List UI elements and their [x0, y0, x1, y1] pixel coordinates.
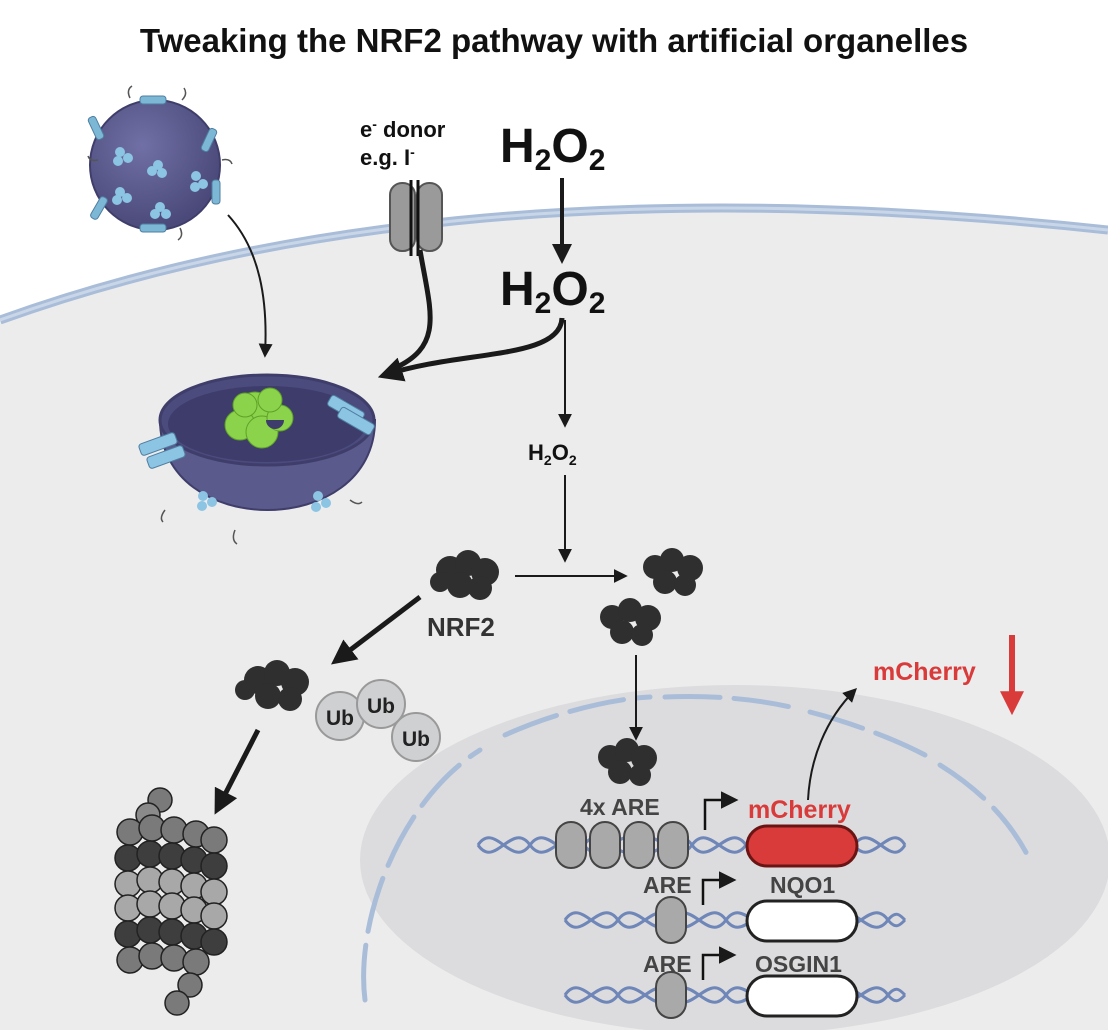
ub-label-2: Ub [367, 695, 395, 718]
are-4x-label: 4x ARE [580, 794, 660, 820]
artificial-organelle-sphere [87, 85, 233, 241]
h2o2-extracellular-label: H2O2 [500, 120, 605, 177]
h2o2-cytosol-label: H2O2 [500, 263, 605, 320]
donor-to-organelle-arrow [393, 249, 433, 371]
gene-nqo1-label: NQO1 [770, 872, 835, 898]
degradation-arrow [214, 728, 261, 815]
promoter-arrow-nqo1 [701, 871, 737, 905]
promoter-arrow-mcherry [703, 791, 739, 830]
ub-label-3: Ub [402, 728, 430, 751]
ubiquitin-chain: Ub Ub Ub [315, 679, 441, 762]
diagram-title: Tweaking the NRF2 pathway with artificia… [140, 22, 968, 59]
mcherry-output-label: mCherry [873, 658, 976, 686]
gene-mcherry-label: mCherry [748, 796, 851, 824]
gene-nqo1 [745, 899, 859, 943]
h2o2-diffused-label: H2O2 [528, 440, 577, 468]
gene-osgin1-label: OSGIN1 [755, 951, 842, 977]
are-nqo1-label: ARE [643, 872, 692, 898]
membrane-channel-icon [389, 180, 443, 256]
ubiquitination-arrow [331, 595, 422, 665]
are-element-osgin1 [655, 971, 687, 1019]
enzyme-green-icon [224, 387, 294, 449]
mcherry-output-arrow [807, 688, 857, 801]
gene-mcherry [745, 824, 859, 868]
are-osgin1-label: ARE [643, 951, 692, 977]
promoter-arrow-osgin1 [701, 946, 737, 980]
donor-label-line1: e- donor [360, 116, 446, 142]
internalized-organelle [138, 373, 377, 545]
nrf2-free-protein-icon [600, 548, 703, 646]
nrf2-protein-icon [430, 550, 499, 600]
nrf2-label: NRF2 [427, 612, 495, 642]
nuclear-envelope [361, 694, 1033, 1003]
membrane-pore-icon [138, 394, 375, 469]
nucleus [360, 685, 1108, 1030]
gene-osgin1 [745, 974, 859, 1018]
proteasome-icon [114, 787, 228, 1016]
h2o2-to-organelle-arrow [377, 317, 565, 382]
are-element-nqo1 [655, 896, 687, 944]
nrf2-nuclear-protein-icon [598, 738, 657, 786]
nrf2-ubiquitinated-icon [235, 660, 309, 711]
donor-label-line2: e.g. I- [360, 144, 415, 170]
are-elements-4x [555, 821, 689, 869]
ub-label-1: Ub [326, 707, 354, 730]
dna-strand-2 [563, 911, 907, 929]
uptake-arrow [227, 214, 273, 358]
dna-strand-3 [563, 986, 907, 1004]
